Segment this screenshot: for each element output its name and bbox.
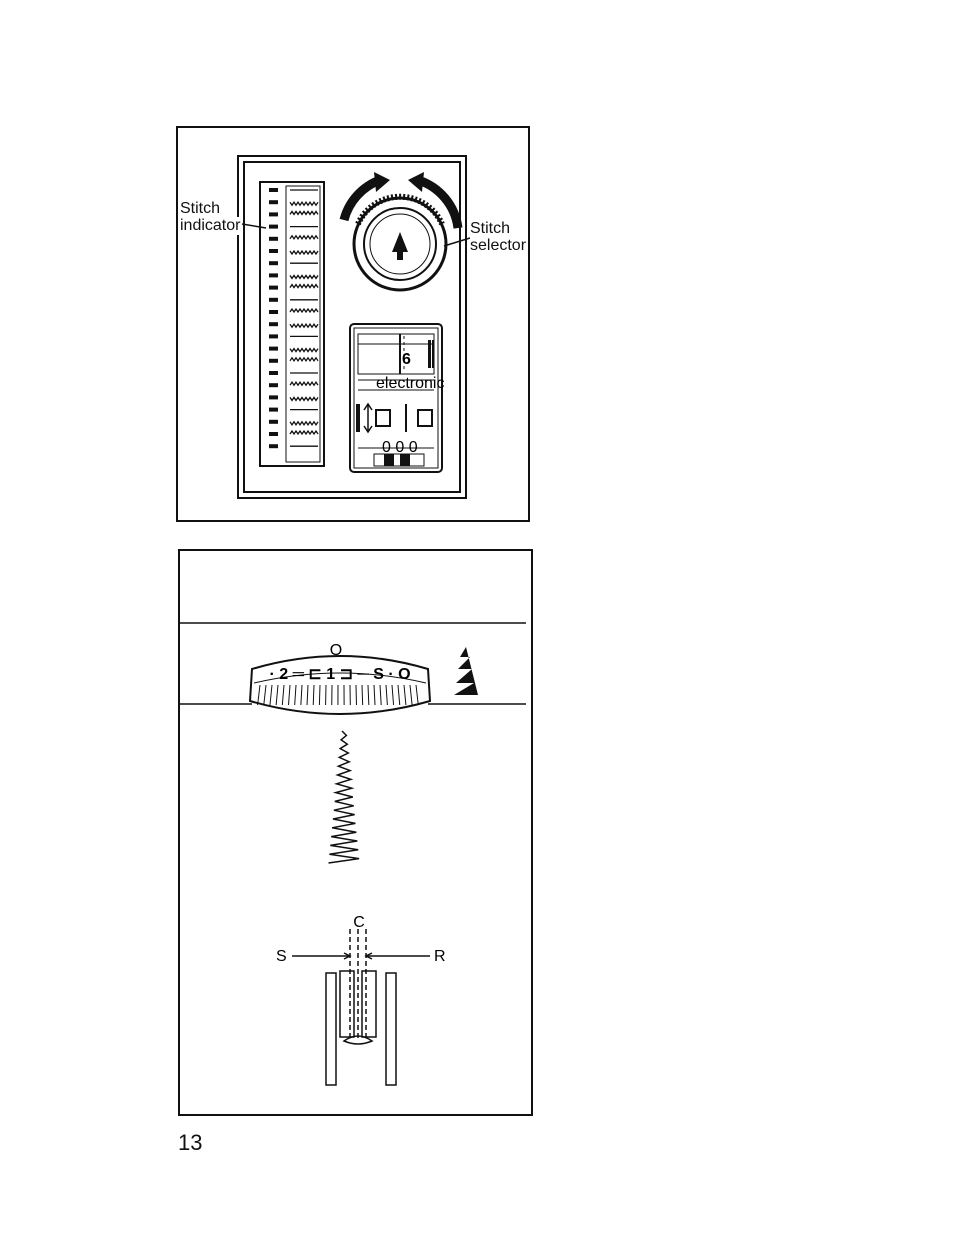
page-number: 13	[178, 1130, 202, 1156]
brand-label: electronic	[376, 375, 444, 392]
stitch-pattern-icon	[290, 275, 318, 278]
indicator-led	[269, 444, 278, 448]
label-s: S	[276, 948, 287, 965]
stitch-pattern-icon	[290, 211, 318, 214]
stitch-pattern-icon	[290, 422, 318, 425]
indicator-led	[269, 225, 278, 229]
indicator-led	[269, 200, 278, 204]
indicator-led	[269, 273, 278, 277]
stitch-indicator-label-1: Stitch	[180, 200, 220, 218]
stitch-pattern-icon	[290, 431, 318, 434]
stitch-pattern-icon	[290, 236, 318, 239]
stitch-pattern-icon	[290, 251, 318, 254]
dial-marker: O	[330, 642, 342, 659]
dial-rib	[362, 685, 363, 705]
stitch-indicator-strip	[260, 182, 324, 466]
indicator-led	[269, 334, 278, 338]
stitch-selector-knob[interactable]	[344, 172, 458, 290]
indicator-led	[269, 237, 278, 241]
indicator-led	[269, 432, 278, 436]
stitch-width-figure: O · 2 ═ ⊏ 1 ⊐ ─ S · O C S R	[178, 549, 533, 1116]
label-c: C	[353, 914, 365, 931]
control-panel-figure: 6 electronic 0 0 0 Stitch indicator Stit…	[176, 126, 530, 522]
stitch-pattern-icon	[290, 202, 318, 205]
indicator-led	[269, 249, 278, 253]
slider-scale: 0 0 0	[382, 439, 418, 456]
indicator-led	[269, 371, 278, 375]
indicator-led	[269, 261, 278, 265]
stitch-pattern-icon	[290, 349, 318, 352]
indicator-led	[269, 322, 278, 326]
indicator-led	[269, 298, 278, 302]
dial-numbers: · 2 ═ ⊏ 1 ⊐ ─ S · O	[269, 666, 410, 683]
stitch-pattern-icon	[290, 397, 318, 400]
stitch-width-dial[interactable]	[250, 656, 430, 714]
control-panel-drawing: 6 electronic 0 0 0	[178, 128, 528, 520]
stitch-indicator-label-2: indicator	[180, 217, 240, 235]
stitch-pattern-icon	[290, 358, 318, 361]
indicator-led	[269, 212, 278, 216]
zigzag-stitch	[329, 731, 360, 863]
stitch-selector-label-2: selector	[470, 237, 526, 255]
zigzag-width-symbol	[454, 647, 478, 695]
indicator-led	[269, 408, 278, 412]
indicator-led	[269, 188, 278, 192]
stitch-width-drawing: O · 2 ═ ⊏ 1 ⊐ ─ S · O C S R	[180, 551, 531, 1114]
stitch-selector-label-1: Stitch	[470, 220, 510, 238]
indicator-led	[269, 347, 278, 351]
indicator-led	[269, 420, 278, 424]
stitch-pattern-icon	[290, 309, 318, 312]
presser-foot	[292, 929, 430, 1085]
indicator-led	[269, 359, 278, 363]
label-r: R	[434, 948, 446, 965]
indicator-led	[269, 310, 278, 314]
indicator-led	[269, 286, 278, 290]
indicator-led	[269, 383, 278, 387]
stitch-pattern-icon	[290, 324, 318, 327]
stitch-pattern-icon	[290, 382, 318, 385]
indicator-led	[269, 395, 278, 399]
width-value: 6	[402, 351, 411, 368]
stitch-pattern-icon	[290, 285, 318, 288]
dial-rib	[319, 685, 320, 705]
